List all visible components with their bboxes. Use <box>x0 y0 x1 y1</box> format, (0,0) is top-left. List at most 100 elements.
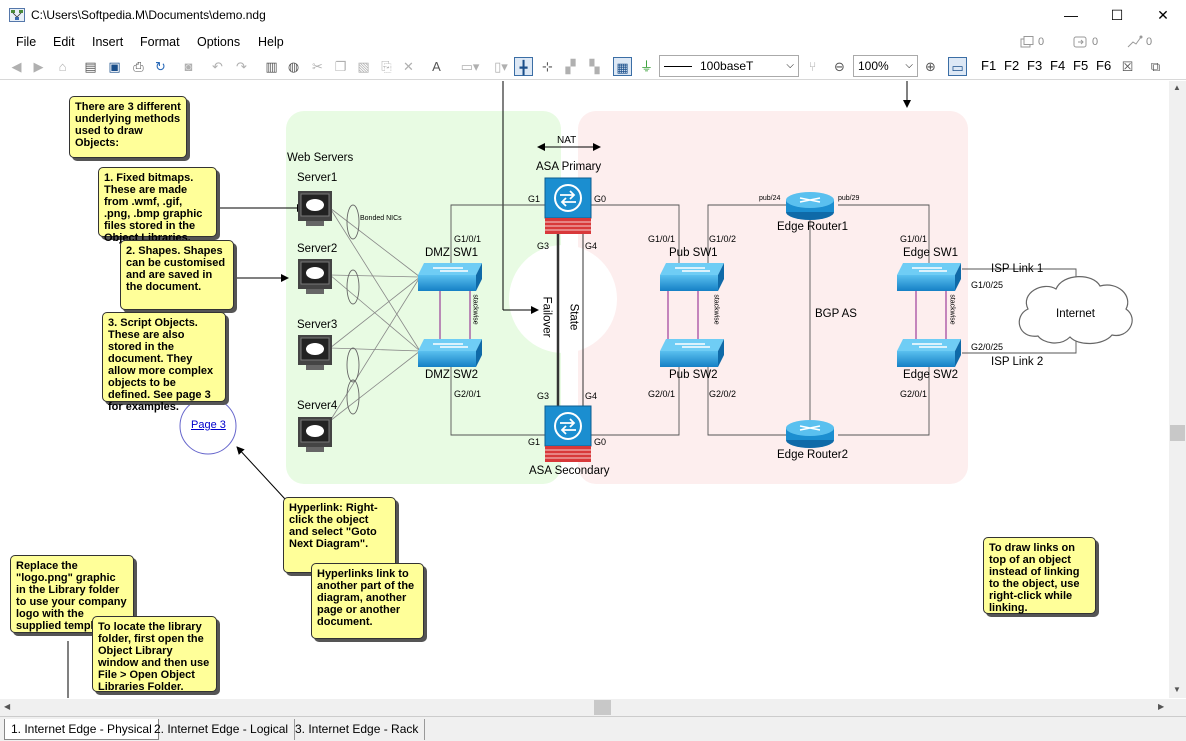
server2-label: Server2 <box>297 243 338 255</box>
globe-icon[interactable]: ◍ <box>287 59 300 74</box>
screenshot-icon[interactable]: ◙ <box>184 59 193 74</box>
new-window-icon[interactable]: ⧉ <box>1150 59 1161 74</box>
group-icon[interactable]: ▞ <box>565 59 576 74</box>
ungroup-icon[interactable]: ▚ <box>589 59 600 74</box>
link-mode-icon[interactable]: ╋ <box>514 57 533 76</box>
note-shapes[interactable]: 2. Shapes. Shapes can be customised and … <box>120 240 234 310</box>
open-icon[interactable]: ▤ <box>84 59 97 74</box>
f2-button[interactable]: F2 <box>1004 58 1020 73</box>
menu-help[interactable]: Help <box>258 35 284 49</box>
edge-router2-label: Edge Router2 <box>777 449 848 461</box>
vertical-scrollbar[interactable]: ▲ ▼ <box>1169 81 1186 698</box>
pub-sw2-label: Pub SW2 <box>669 369 718 381</box>
note-script-objects[interactable]: 3. Script Objects. These are also stored… <box>102 312 226 413</box>
note-hyperlinks-link[interactable]: Hyperlinks link to another part of the d… <box>311 563 424 639</box>
port-label: G1 <box>528 437 541 447</box>
print-icon[interactable]: ⎙ <box>133 59 144 74</box>
close-button[interactable]: ✕ <box>1157 7 1169 23</box>
bonded-nics-label: Bonded NICs <box>360 215 402 222</box>
close-doc-icon[interactable]: ☒ <box>1121 59 1134 74</box>
menu-format[interactable]: Format <box>140 35 180 49</box>
line-style-icon[interactable]: ▭▾ <box>460 59 480 74</box>
zoom-select[interactable]: 100% ⌵ <box>853 55 918 77</box>
menu-options[interactable]: Options <box>197 35 241 49</box>
router-icons <box>786 192 834 448</box>
firewall-icons <box>544 177 592 462</box>
dmz-zone <box>286 111 561 484</box>
isp-link1-label: ISP Link 1 <box>991 263 1044 275</box>
window-title: C:\Users\Softpedia.M\Documents\demo.ndg <box>31 8 266 22</box>
title-bar: C:\Users\Softpedia.M\Documents\demo.ndg … <box>0 0 1186 31</box>
link-type-select[interactable]: 100baseT ⌵ <box>659 55 799 77</box>
f6-button[interactable]: F6 <box>1096 58 1112 73</box>
horizontal-scrollbar[interactable]: ◀ ▶ <box>0 699 1186 716</box>
link-props-icon[interactable]: ⑂ <box>808 59 817 74</box>
note-library-folder[interactable]: To locate the library folder, first open… <box>92 616 217 693</box>
stackwise-edge-label: stackwise <box>948 294 956 325</box>
zoom-out-icon[interactable]: ⊖ <box>834 59 845 74</box>
home-icon[interactable]: ⌂ <box>58 59 67 74</box>
menu-file[interactable]: File <box>16 35 37 49</box>
delete-icon[interactable]: ✕ <box>403 59 414 74</box>
menu-bar: File Edit Insert Format Options Help 0 0… <box>0 31 1186 53</box>
page-tabs: 1. Internet Edge - Physical 2. Internet … <box>0 716 1186 741</box>
nat-label: NAT <box>557 135 577 146</box>
redo-icon[interactable]: ↷ <box>236 59 247 74</box>
server-icons <box>298 191 332 452</box>
menu-insert[interactable]: Insert <box>92 35 124 49</box>
note-hyperlink[interactable]: Hyperlink: Right-click the object and se… <box>283 497 396 573</box>
scroll-down-icon[interactable]: ▼ <box>1173 685 1181 694</box>
f3-button[interactable]: F3 <box>1027 58 1043 73</box>
note-fixed-bitmaps[interactable]: 1. Fixed bitmaps. These are made from .w… <box>98 167 217 244</box>
point-mode-icon[interactable]: ⊹ <box>542 59 553 74</box>
bgp-as-label: BGP AS <box>815 308 857 320</box>
tab-internet-edge-logical[interactable]: 2. Internet Edge - Logical <box>148 719 296 740</box>
app-icon <box>9 8 25 22</box>
port-label: pub/24 <box>759 195 781 202</box>
save-icon[interactable]: ▣ <box>108 59 121 74</box>
text-style-icon[interactable]: A <box>432 59 441 74</box>
grid-icon[interactable]: ▦ <box>613 57 632 76</box>
diagram-canvas[interactable]: Web Servers Server1 Server2 Server3 Serv… <box>8 81 1169 698</box>
page3-hyperlink[interactable]: Page 3 <box>191 419 226 431</box>
tab-internet-edge-rack[interactable]: 3. Internet Edge - Rack <box>289 719 426 740</box>
clone-icon[interactable]: ⎘ <box>381 59 392 74</box>
library-icon[interactable]: ▥ <box>265 59 278 74</box>
scroll-left-icon[interactable]: ◀ <box>4 702 11 711</box>
objects-icon <box>1073 36 1087 48</box>
f1-button[interactable]: F1 <box>981 58 997 73</box>
minimize-button[interactable]: — <box>1064 7 1078 23</box>
connector-icon[interactable]: ⏚ <box>639 59 653 74</box>
back-icon[interactable]: ◀ <box>11 59 22 74</box>
zoom-in-icon[interactable]: ⊕ <box>925 59 936 74</box>
port-label: G1/0/2 <box>709 234 737 244</box>
f5-button[interactable]: F5 <box>1073 58 1089 73</box>
menu-edit[interactable]: Edit <box>53 35 75 49</box>
dmz-sw2-label: DMZ SW2 <box>425 369 479 381</box>
horizontal-scroll-thumb[interactable] <box>594 700 611 715</box>
align-icon[interactable]: ▯▾ <box>494 59 508 74</box>
isp-link2-label: ISP Link 2 <box>991 356 1044 368</box>
maximize-button[interactable]: ☐ <box>1110 7 1124 23</box>
cut-icon[interactable]: ✂ <box>312 59 323 74</box>
note-draw-links[interactable]: To draw links on top of an object instea… <box>983 537 1096 614</box>
undo-icon[interactable]: ↶ <box>212 59 223 74</box>
vertical-scroll-thumb[interactable] <box>1170 425 1185 441</box>
port-label: G0 <box>594 194 607 204</box>
paste-icon[interactable]: ▧ <box>357 59 370 74</box>
asa-secondary-label: ASA Secondary <box>529 465 610 477</box>
forward-icon[interactable]: ▶ <box>33 59 44 74</box>
refresh-icon[interactable]: ↻ <box>155 59 166 74</box>
tab-internet-edge-physical[interactable]: 1. Internet Edge - Physical <box>4 719 159 740</box>
scroll-right-icon[interactable]: ▶ <box>1158 702 1165 711</box>
full-screen-icon[interactable]: ▭ <box>948 57 967 76</box>
port-label: G0 <box>594 437 607 447</box>
chevron-down-icon: ⌵ <box>905 60 913 71</box>
note-draw-methods[interactable]: There are 3 different underlying methods… <box>69 96 187 158</box>
scroll-up-icon[interactable]: ▲ <box>1173 83 1181 92</box>
f4-button[interactable]: F4 <box>1050 58 1066 73</box>
copy-icon[interactable]: ❐ <box>334 59 347 74</box>
port-label: G2/0/25 <box>971 342 1004 352</box>
port-label: G1/0/1 <box>900 234 928 244</box>
